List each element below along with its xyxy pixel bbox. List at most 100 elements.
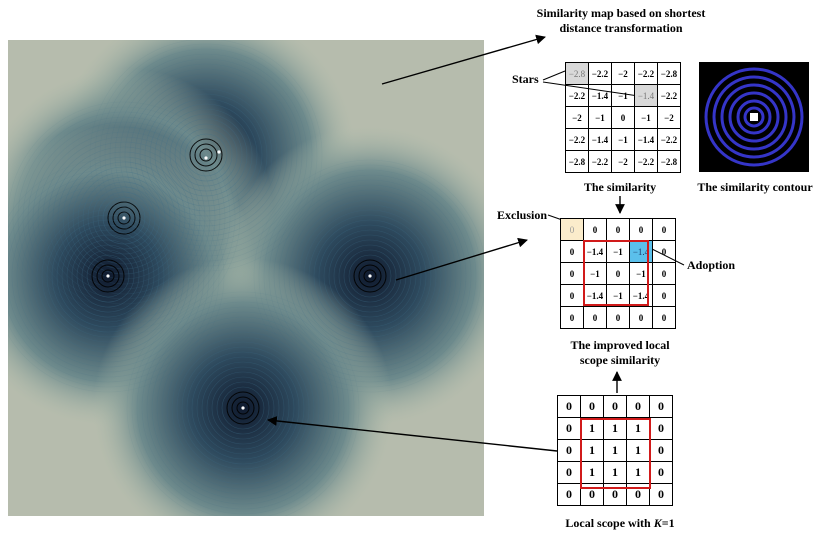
map-contour-ring bbox=[66, 234, 150, 318]
improved-grid-cell: 0 bbox=[560, 284, 584, 307]
local-scope-grid-cell: 0 bbox=[649, 395, 673, 418]
map-contour-ring bbox=[87, 181, 161, 255]
map-contour-ring bbox=[216, 381, 270, 435]
map-contour-ring bbox=[353, 259, 387, 293]
map-contour-ring bbox=[16, 184, 200, 368]
exclusion-label: Exclusion bbox=[497, 208, 548, 222]
local-scope-grid-cell: 1 bbox=[626, 461, 650, 484]
adoption-label: Adoption bbox=[687, 258, 736, 272]
local-scope-grid-cell: 0 bbox=[649, 483, 673, 506]
similarity-grid-cell: −2.2 bbox=[657, 84, 681, 107]
map-contour-ring bbox=[36, 204, 180, 348]
local-scope-grid-cell: 1 bbox=[580, 417, 604, 440]
map-contour-ring bbox=[139, 88, 273, 222]
map-contour-ring bbox=[86, 254, 130, 298]
map-contour-ring bbox=[8, 159, 225, 393]
map-contour-ring bbox=[89, 40, 323, 272]
improved-grid-cell: 0 bbox=[606, 306, 630, 329]
improved-grid-cell: 0 bbox=[629, 306, 653, 329]
map-contour-ring bbox=[109, 58, 303, 252]
contour-ring bbox=[712, 75, 796, 159]
improved-grid-cell: −1.4 bbox=[583, 284, 607, 307]
map-contour-ring bbox=[179, 128, 233, 182]
local-scope-grid-cell: 1 bbox=[603, 461, 627, 484]
map-contour-ring bbox=[164, 113, 248, 197]
map-contour-ring bbox=[37, 131, 211, 305]
map-contour-ring bbox=[96, 264, 120, 288]
similarity-grid-cell: −2.2 bbox=[634, 150, 658, 173]
map-contour-ring bbox=[191, 356, 295, 460]
improved-grid-cell: 0 bbox=[652, 218, 676, 241]
star-point bbox=[241, 406, 245, 410]
map-contour-ring bbox=[174, 123, 238, 187]
map-contour-ring bbox=[46, 214, 170, 338]
map-contour-ring bbox=[166, 331, 320, 485]
improved-grid-cell: 0 bbox=[583, 218, 607, 241]
map-contour-ring bbox=[358, 264, 382, 288]
similarity-grid-row: −2.8−2.2−2−2.2−2.8 bbox=[565, 62, 681, 85]
map-contour-ring bbox=[47, 141, 201, 295]
map-contour-ring bbox=[114, 63, 298, 247]
similarity-grid-cell: −2.2 bbox=[634, 62, 658, 85]
similarity-grid-row: −2.2−1.4−1−1.4−2.2 bbox=[565, 128, 681, 151]
improved-grid-cell: 0 bbox=[629, 218, 653, 241]
local-scope-grid-cell: 0 bbox=[626, 395, 650, 418]
similarity-grid-cell: −2.2 bbox=[588, 62, 612, 85]
map-contour-ring bbox=[91, 259, 125, 293]
similarity-grid-cell: −2.2 bbox=[565, 128, 589, 151]
similarity-grid-cell: −2.8 bbox=[657, 150, 681, 173]
local-scope-grid-cell: 0 bbox=[603, 395, 627, 418]
improved-grid-cell: 0 bbox=[560, 306, 584, 329]
map-contour-ring bbox=[101, 269, 115, 283]
map-contour-ring bbox=[181, 346, 305, 470]
map-contour-ring bbox=[26, 194, 190, 358]
map-contour-ring bbox=[32, 126, 216, 310]
star-point bbox=[106, 274, 110, 278]
map-contour-ring bbox=[231, 396, 255, 420]
local-scope-grid-cell: 0 bbox=[557, 461, 581, 484]
local-scope-grid-cell: 0 bbox=[626, 483, 650, 506]
local-scope-grid-cell: 0 bbox=[649, 461, 673, 484]
contour-ring bbox=[736, 99, 772, 135]
map-contour-ring bbox=[169, 118, 243, 192]
map-contour-ring bbox=[99, 48, 313, 262]
similarity-grid-cell: −1.4 bbox=[588, 128, 612, 151]
map-contour-ring bbox=[17, 111, 231, 325]
map-contour-ring bbox=[134, 83, 278, 227]
map-contour-ring bbox=[52, 146, 196, 290]
map-contour-ring bbox=[151, 316, 335, 500]
stars-pointer-1 bbox=[542, 70, 566, 81]
map-contour-ring bbox=[141, 306, 345, 510]
map-contour-ring bbox=[81, 249, 135, 303]
improved-caption-line1: The improved local bbox=[570, 338, 670, 352]
map-contour-ring bbox=[201, 366, 285, 450]
similarity-map-title-line2: distance transformation bbox=[559, 21, 683, 35]
similarity-grid: −2.8−2.2−2−2.2−2.8−2.2−1.4−1−1.4−2.2−2−1… bbox=[565, 62, 681, 173]
map-contour-ring bbox=[117, 211, 131, 225]
local-scope-grid-cell: 0 bbox=[603, 483, 627, 506]
map-contour-ring bbox=[72, 166, 176, 270]
similarity-grid-cell: −1 bbox=[634, 106, 658, 129]
local-scope-grid-cell: 1 bbox=[626, 439, 650, 462]
local-scope-grid-cell: 1 bbox=[580, 461, 604, 484]
map-contour-ring bbox=[136, 301, 350, 515]
contour-center bbox=[750, 113, 758, 121]
map-contour-ring bbox=[131, 296, 355, 516]
map-contour-ring bbox=[27, 121, 221, 315]
map-contour-ring bbox=[107, 201, 141, 235]
similarity-grid-cell: −2 bbox=[611, 62, 635, 85]
similarity-grid-cell: −1 bbox=[611, 84, 635, 107]
improved-grid-cell: −1.4 bbox=[629, 240, 653, 263]
similarity-grid-cell: −2.2 bbox=[588, 150, 612, 173]
improved-grid-cell: −1.4 bbox=[583, 240, 607, 263]
map-contour-ring bbox=[51, 219, 165, 333]
map-contour-ring bbox=[119, 68, 293, 242]
map-contour-ring bbox=[186, 351, 300, 465]
similarity-grid-cell: −2.8 bbox=[565, 62, 589, 85]
similarity-grid-cell: −2.2 bbox=[565, 84, 589, 107]
map-contour-ring bbox=[22, 116, 226, 320]
